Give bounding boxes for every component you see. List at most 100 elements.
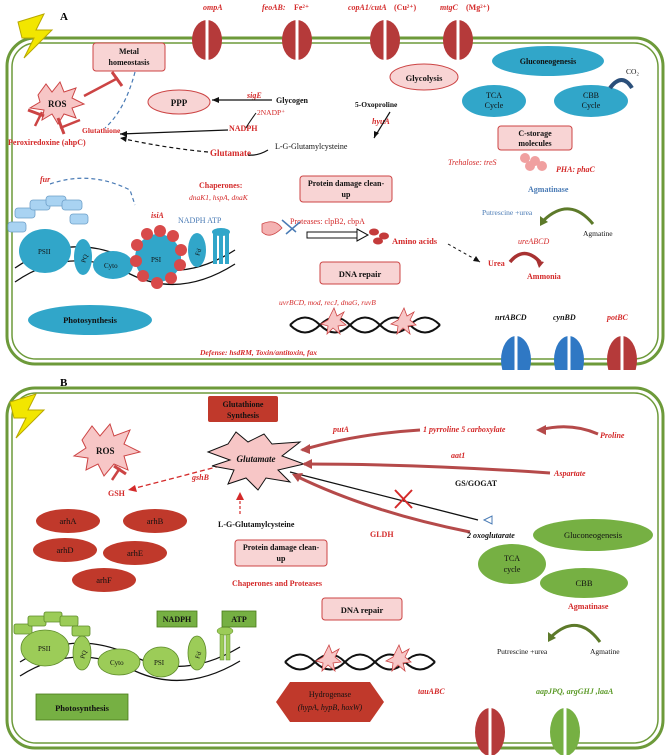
proline-to-pyrroline-arrow — [539, 425, 599, 436]
panel-a: A ompA feoAB: Fe²⁺ copA1/cutA (Cu²⁺) mtg… — [0, 0, 671, 370]
fd-complex — [187, 635, 207, 671]
dna-repair-label: DNA repair — [341, 605, 384, 615]
c-storage-line1: C-storage — [518, 129, 552, 138]
gene-nrtABCD: nrtABCD — [495, 313, 527, 322]
tca-ellipse — [462, 85, 526, 117]
ion-fe: Fe²⁺ — [294, 3, 309, 12]
isiA-ring — [130, 225, 187, 289]
dna-repair-box — [319, 261, 401, 285]
peroxiredoxine-label: Peroxiredoxine (ahpC) — [8, 138, 86, 147]
psi-label: PSI — [154, 659, 165, 667]
proline-label: Proline — [600, 431, 625, 440]
isiA-label: isiA — [151, 211, 165, 220]
panel-b-letter: B — [60, 377, 68, 389]
psii-label: PSII — [38, 248, 51, 256]
psi-complex — [142, 646, 180, 678]
glutathione-synthesis-box — [208, 396, 278, 422]
metal-homeostasis-line2: homeostasis — [109, 58, 150, 67]
agmatine-label: Agmatine — [590, 647, 620, 656]
c-storage-box — [497, 125, 573, 151]
transporter-ompA — [192, 20, 222, 60]
amino-acids-label: Amino acids — [392, 236, 438, 246]
fur-label: fur — [40, 175, 51, 184]
glutathione-synthesis-line1: Glutathione — [223, 400, 264, 409]
pyrroline-label: 1 pyrroline 5 carboxylate — [423, 425, 506, 434]
oxoglutarate-to-glutamate-arrow — [295, 474, 471, 534]
metal-to-glutathione-arrow — [104, 71, 136, 129]
arhA-label: arhA — [60, 516, 78, 526]
aat1-label: aat1 — [451, 451, 465, 460]
co2-label: CO₂ — [626, 67, 639, 76]
ros-burst — [72, 422, 142, 477]
metal-homeostasis-line1: Metal — [119, 47, 140, 56]
transporter-tauABC — [475, 708, 505, 755]
putrescine-label: Putrescine +urea — [497, 647, 548, 656]
gluconeogenesis-label: Gluconeogenesis — [520, 57, 576, 66]
psii-antenna — [13, 611, 91, 637]
cbb-ellipse — [554, 85, 628, 117]
transporter-nrtABCD — [501, 336, 531, 370]
glutamate-burst — [206, 431, 306, 491]
arhD-ellipse — [33, 538, 97, 562]
arhE-label: arhE — [127, 548, 143, 558]
glutathione-synthesis-line2: Synthesis — [227, 411, 259, 420]
ammonia-label: Ammonia — [527, 272, 561, 281]
glycogen-label: Glycogen — [276, 96, 309, 105]
putA-label: putA — [332, 425, 350, 434]
chaperones-title: Chaperones: — [199, 181, 242, 190]
gene-feoAB: feoAB: — [262, 3, 286, 12]
transporter-aapJPQ — [550, 708, 580, 755]
dna-repair-box — [321, 597, 403, 621]
pq-complex — [72, 635, 92, 671]
atp-box — [221, 610, 257, 628]
gene-cynBD: cynBD — [553, 313, 576, 322]
gluconeogenesis-ellipse — [533, 519, 653, 551]
photosynthesis-box — [35, 693, 129, 721]
fd-complex — [188, 233, 206, 267]
cbb-label: CBB — [575, 578, 592, 588]
protein-damage-line2: up — [342, 190, 351, 199]
tca-line2: Cycle — [485, 101, 504, 110]
inhibit-metal-ros — [83, 76, 119, 98]
storage-granule-icon — [520, 153, 530, 163]
arhF-label: arhF — [96, 575, 112, 585]
cyto-label: Cyto — [110, 659, 124, 667]
arhD-label: arhD — [57, 545, 74, 555]
co2-arrow — [608, 78, 634, 90]
agmatine-label: Agmatine — [583, 229, 613, 238]
inhibit-glutathione-ros — [59, 118, 81, 130]
aspartate-to-glutamate-arrow — [303, 462, 551, 475]
ppp-label: PPP — [171, 98, 188, 108]
atp-synthase-icon — [216, 626, 234, 661]
psii-complex — [19, 229, 71, 273]
cell-membrane-inner — [11, 392, 659, 744]
fd-label: Fd — [194, 247, 203, 257]
nadph-to-glutathione-arrow — [119, 129, 229, 135]
photosynthesis-label: Photosynthesis — [55, 703, 110, 713]
gshB-label: gshB — [191, 473, 210, 482]
transporter-feoAB — [282, 20, 312, 60]
arh-cluster — [33, 509, 187, 592]
gene-aapJPQ: aapJPQ, argGHJ ,laaA — [536, 687, 614, 696]
c-storage-line2: molecules — [518, 139, 551, 148]
panel-a-letter: A — [60, 11, 68, 23]
atp-label: ATP — [231, 615, 247, 624]
cbb-ellipse — [540, 568, 628, 598]
arhB-ellipse — [123, 509, 187, 533]
dna-repair-label: DNA repair — [339, 269, 382, 279]
cell-membrane-outer — [5, 386, 665, 750]
nadp-label: 2NADP⁺ — [257, 108, 285, 117]
gs-gogat-label: GS/GOGAT — [455, 479, 498, 488]
arhB-label: arhB — [147, 516, 164, 526]
cell-membrane-inner — [11, 42, 659, 360]
photosynthesis-label: Photosynthesis — [63, 315, 118, 325]
gs-gogat-arrow — [289, 471, 479, 521]
tca-line1: TCA — [486, 91, 502, 100]
cyto-label: Cyto — [104, 262, 118, 270]
tca-line1: TCA — [504, 554, 520, 563]
urea-label: Urea — [488, 259, 505, 268]
gene-copA1: copA1/cutA — [348, 3, 387, 12]
photosynthesis-ellipse — [28, 305, 152, 335]
glutamylcysteine-label: L-G-Glutamylcysteine — [218, 520, 295, 529]
tca-line2: cycle — [504, 565, 521, 574]
